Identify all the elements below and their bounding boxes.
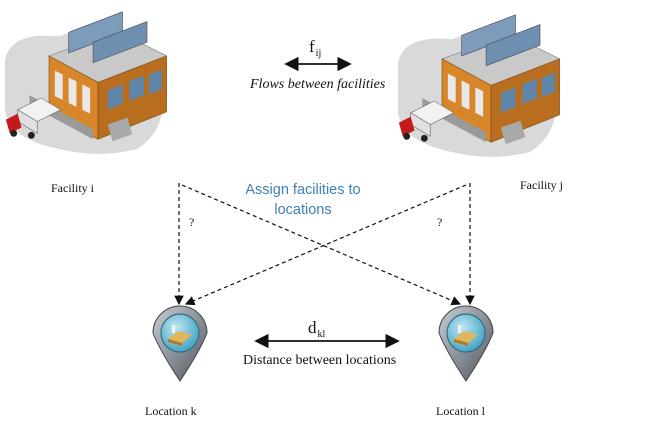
- location-l-pin-icon: [437, 246, 495, 382]
- flow-caption: Flows between facilities: [250, 77, 386, 92]
- unknown-mark-right: ?: [437, 215, 443, 229]
- unknown-mark-left: ?: [189, 215, 195, 229]
- dashed-arrow-j-to-k: [184, 184, 467, 306]
- assignment-dashed-arrows: [174, 183, 475, 306]
- location-l-label: Location l: [436, 404, 485, 418]
- facility-i-building-icon: [4, 11, 168, 155]
- location-k-pin-icon: [151, 246, 209, 382]
- location-k-label: Location k: [145, 404, 197, 418]
- distance-caption: Distance between locations: [243, 353, 397, 368]
- assign-caption: Assign facilities to locations: [245, 182, 361, 218]
- dashed-arrow-i-to-l: [181, 184, 462, 306]
- facility-i-label: Facility i: [51, 181, 94, 195]
- facility-j-label: Facility j: [520, 178, 563, 192]
- distance-symbol: dkl: [308, 318, 326, 340]
- facility-j-building-icon: [397, 14, 561, 158]
- flow-symbol: fij: [309, 37, 322, 59]
